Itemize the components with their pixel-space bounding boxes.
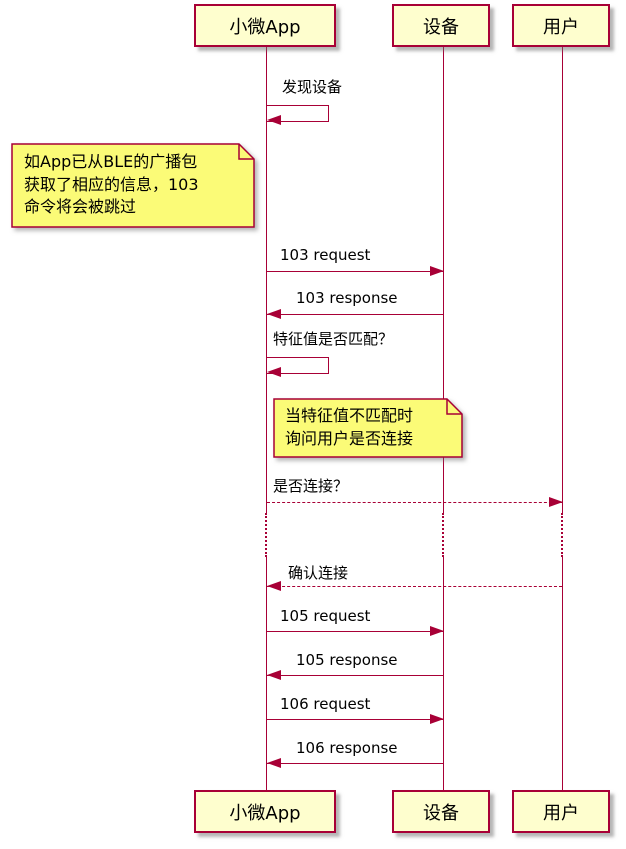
participant-bottom-app: 小微App	[194, 790, 336, 833]
participant-bottom-device: 设备	[392, 790, 490, 833]
participant-label: 设备	[423, 16, 459, 38]
lifeline-app-upper	[266, 47, 267, 513]
message-line	[267, 763, 443, 764]
participant-bottom-user: 用户	[512, 790, 610, 833]
message-line	[267, 719, 443, 720]
lifeline-user-upper	[562, 47, 563, 513]
self-message-loop	[267, 357, 329, 374]
lifeline-device-lower	[443, 557, 444, 790]
note-line: 询问用户是否连接	[285, 428, 414, 448]
message-line	[267, 314, 443, 315]
note-line: 获取了相应的信息，103	[24, 174, 199, 194]
message-label-feature-match: 特征值是否匹配？	[273, 330, 394, 348]
arrowhead-left-icon	[267, 309, 281, 319]
arrowhead-left-icon	[267, 670, 281, 680]
message-line	[267, 631, 443, 632]
participant-top-app: 小微App	[194, 4, 336, 47]
lifeline-device-upper	[443, 47, 444, 513]
message-label-confirm-connect: 确认连接	[288, 564, 349, 582]
note-line: 当特征值不匹配时	[285, 406, 414, 425]
lifeline-user-delay	[561, 513, 563, 557]
arrowhead-left-icon	[267, 115, 281, 125]
note-ask-user-connect: 当特征值不匹配时 询问用户是否连接	[273, 398, 463, 458]
note-text: 当特征值不匹配时 询问用户是否连接	[273, 398, 463, 450]
self-message-loop	[267, 105, 329, 122]
message-label-103-request: 103 request	[280, 246, 371, 264]
message-label-106-request: 106 request	[280, 695, 371, 713]
lifeline-user-lower	[562, 557, 563, 790]
participant-label: 设备	[423, 802, 459, 824]
note-background	[11, 143, 255, 228]
note-line: 命令将会被跳过	[24, 197, 137, 216]
arrowhead-left-icon	[267, 758, 281, 768]
participant-label: 小微App	[229, 16, 301, 38]
participant-label: 用户	[543, 16, 579, 38]
message-line-dashed	[267, 502, 562, 503]
message-label-discover-device: 发现设备	[282, 78, 343, 96]
participant-top-user: 用户	[512, 4, 610, 47]
lifeline-device-delay	[442, 513, 444, 557]
message-line	[267, 675, 443, 676]
arrowhead-left-icon	[267, 581, 281, 591]
message-label-103-response: 103 response	[296, 289, 398, 307]
participant-top-device: 设备	[392, 4, 490, 47]
message-label-ask-connect: 是否连接？	[273, 477, 349, 495]
lifeline-app-lower	[266, 557, 267, 790]
message-label-105-response: 105 response	[296, 651, 398, 669]
participant-label: 用户	[543, 802, 579, 824]
arrowhead-left-icon	[267, 367, 281, 377]
note-line: 如App已从BLE的广播包	[24, 152, 198, 171]
arrowhead-right-icon	[549, 497, 563, 507]
message-label-105-request: 105 request	[280, 607, 371, 625]
note-background	[273, 398, 463, 458]
note-text: 如App已从BLE的广播包 获取了相应的信息，103 命令将会被跳过	[11, 143, 255, 219]
message-line-dashed	[267, 586, 562, 587]
message-line	[267, 271, 443, 272]
note-ble-broadcast: 如App已从BLE的广播包 获取了相应的信息，103 命令将会被跳过	[11, 143, 255, 228]
message-label-106-response: 106 response	[296, 739, 398, 757]
participant-label: 小微App	[229, 802, 301, 824]
arrowhead-right-icon	[430, 714, 444, 724]
arrowhead-right-icon	[430, 266, 444, 276]
lifeline-app-delay	[265, 513, 267, 557]
arrowhead-right-icon	[430, 626, 444, 636]
